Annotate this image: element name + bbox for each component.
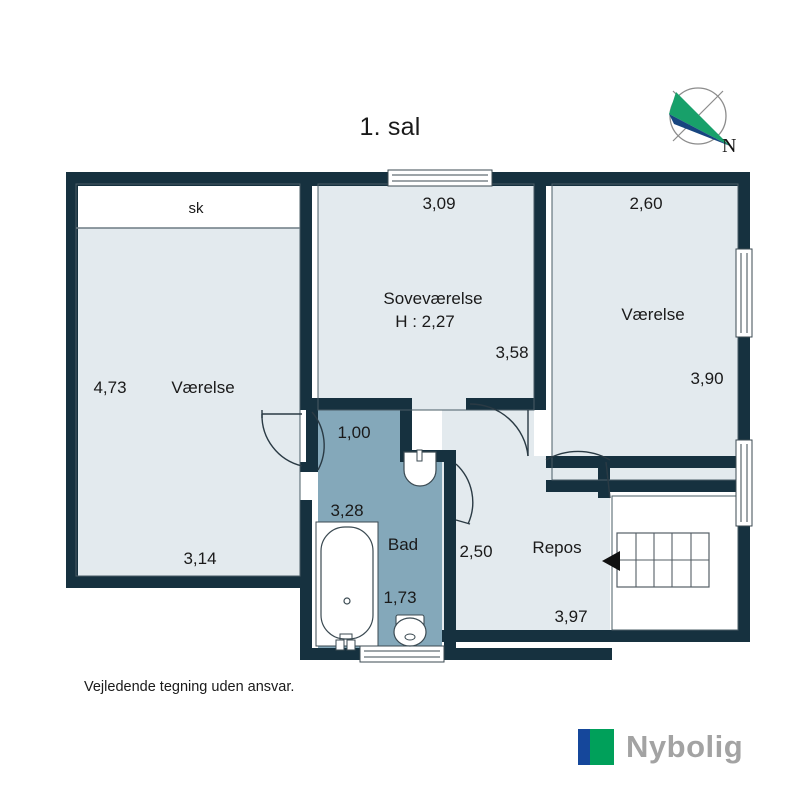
bath-fixtures xyxy=(315,449,437,651)
compass-rose xyxy=(669,87,730,146)
door-swing-left-room xyxy=(261,413,303,467)
windows xyxy=(359,169,753,663)
dim-bath-top-width: 1,00 xyxy=(337,423,370,442)
dim-bedroom-height: 3,58 xyxy=(495,343,528,362)
room-fill-sovevaerelse xyxy=(318,184,534,410)
door-swing-bath-upper xyxy=(311,411,325,471)
door-swing-bath-right xyxy=(455,463,474,525)
disclaimer-text: Vejledende tegning uden ansvar. xyxy=(84,679,295,695)
dim-bath-width: 1,73 xyxy=(383,588,416,607)
plan-text-labels: sk Værelse 4,73 3,14 3,09 Soveværelse H … xyxy=(93,194,723,626)
compass-north-label: N xyxy=(722,135,737,157)
dim-right-room-width: 2,60 xyxy=(629,194,662,213)
window-bedroom-top xyxy=(387,169,493,187)
door-swing-repos-right xyxy=(545,450,611,461)
page-title-text: 1. sal xyxy=(359,113,421,141)
dim-bath-height: 3,28 xyxy=(330,501,363,520)
dim-bedroom-width: 3,09 xyxy=(422,194,455,213)
wall-right-room-bottom xyxy=(546,480,738,492)
nybolig-logo: Nybolig xyxy=(578,729,743,765)
dim-left-room-width: 3,14 xyxy=(183,549,216,568)
wall-partition-left-bedroom xyxy=(300,184,312,410)
wall-bath-jog-vertical xyxy=(400,410,412,462)
wall-bath-left-jog xyxy=(300,462,318,472)
toilet-icon xyxy=(393,614,427,647)
page-title: 1. sal xyxy=(0,113,800,142)
wall-outer-left xyxy=(66,172,78,588)
room-label-repos: Repos xyxy=(532,538,581,557)
dim-right-room-height: 3,90 xyxy=(690,369,723,388)
room-label-vaerelse-left: Værelse xyxy=(171,378,234,397)
bathtub-icon xyxy=(315,521,379,651)
stair-direction-arrow-icon xyxy=(602,551,620,571)
wall-repos-bottom xyxy=(442,630,750,642)
room-label-bad: Bad xyxy=(388,535,418,554)
dim-repos-height: 2,50 xyxy=(459,542,492,561)
door-leaf-bath-right xyxy=(455,519,471,525)
door-leaf-repos-right xyxy=(605,461,611,499)
window-bath-bottom xyxy=(359,645,445,663)
closet-fill-sk xyxy=(76,184,300,228)
wall-partition-bedroom-right xyxy=(534,184,546,410)
wall-bath-right-upper xyxy=(444,462,456,532)
wall-bath-left-lower xyxy=(300,500,312,652)
compass-needle-green xyxy=(669,92,730,146)
compass-needle-blue xyxy=(669,114,730,146)
window-right-upper xyxy=(735,248,753,338)
room-label-vaerelse-right: Værelse xyxy=(621,305,684,324)
logo-mark-blue-bar xyxy=(578,729,590,765)
wall-bath-right-lower xyxy=(444,516,456,652)
closet-label-sk: sk xyxy=(189,200,205,217)
room-label-sovevaerelse: Soveværelse xyxy=(383,289,482,308)
outline-left-room xyxy=(75,183,301,577)
room-fill-vaerelse-left xyxy=(76,184,300,576)
nybolig-logo-text: Nybolig xyxy=(626,729,744,764)
logo-mark-green-bar xyxy=(589,729,614,765)
wall-bedroom-bottom-left xyxy=(300,398,412,410)
wall-bedroom-bottom-right xyxy=(466,398,546,410)
dim-left-room-height: 4,73 xyxy=(93,378,126,397)
room-height-sovevaerelse: H : 2,27 xyxy=(395,312,455,331)
doors xyxy=(261,403,611,525)
door-swing-bedroom-repos xyxy=(469,403,529,457)
wall-bath-left-upper xyxy=(306,410,318,462)
staircase-icon xyxy=(602,532,710,588)
window-right-lower xyxy=(735,439,753,527)
dim-repos-width: 3,97 xyxy=(554,607,587,626)
wall-left-room-bottom xyxy=(66,576,310,588)
wall-outer-right xyxy=(738,172,750,642)
room-fill-vaerelse-right xyxy=(552,184,738,489)
wall-repos-right-room xyxy=(546,456,738,468)
nybolig-logo-mark-icon xyxy=(578,729,614,765)
sink-icon xyxy=(403,449,437,487)
